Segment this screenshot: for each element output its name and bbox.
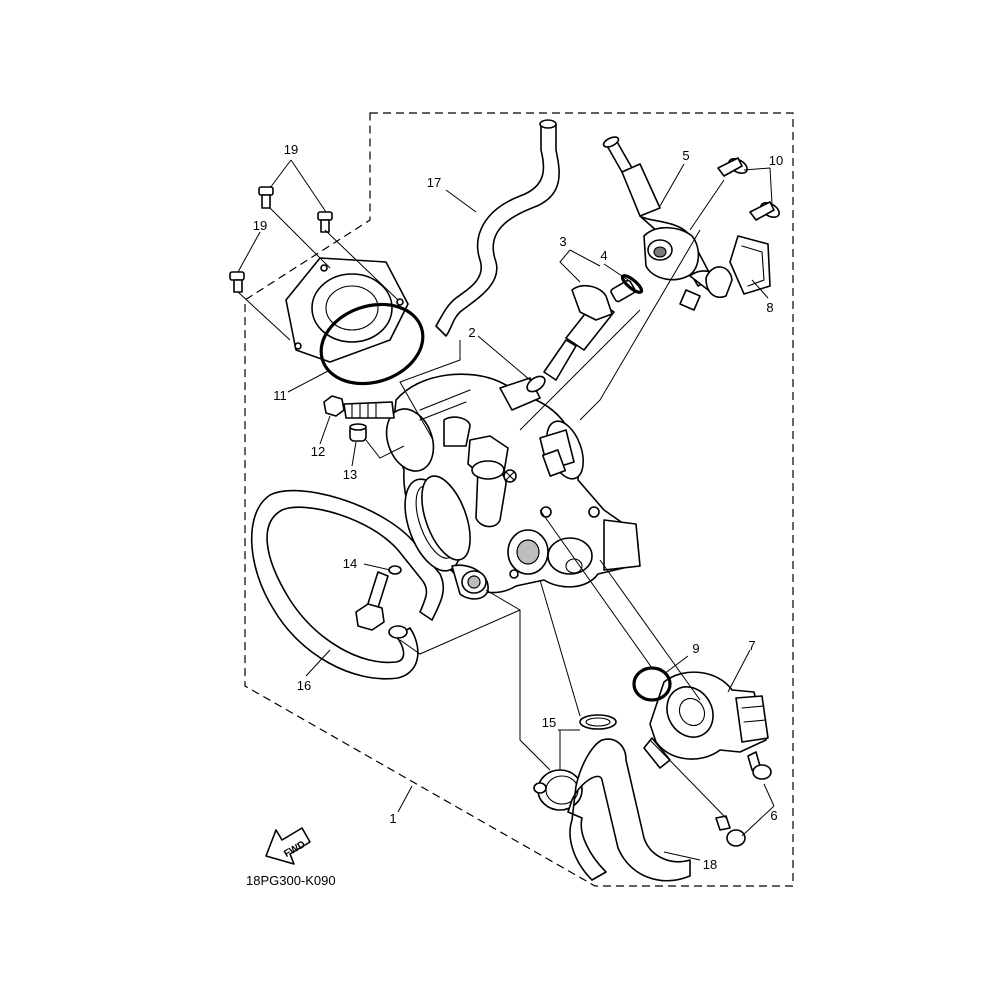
screw-6b (715, 815, 746, 847)
gasket-oring (319, 302, 425, 386)
callout-10: 10 (769, 153, 783, 168)
callout-7: 7 (748, 638, 755, 653)
seal-ring (526, 375, 546, 393)
lower-hose (567, 738, 691, 882)
callout-19b: 19 (253, 218, 267, 233)
breather-hose (435, 119, 560, 337)
idle-screw (355, 571, 389, 631)
screw-6a (747, 751, 772, 780)
callout-18: 18 (703, 857, 717, 872)
callout-4: 4 (600, 248, 607, 263)
fuel-injector (543, 279, 636, 381)
screw-10a (717, 157, 748, 177)
return-hose-end (388, 625, 408, 639)
screw-19a (258, 186, 274, 209)
callout-3: 3 (559, 234, 566, 249)
forward-direction-arrow: FWD (265, 827, 311, 865)
callout-2: 2 (468, 325, 475, 340)
callout-1: 1 (389, 811, 396, 826)
cover-plate (285, 257, 409, 363)
throttle-position-sensor (643, 671, 769, 769)
hose-clip-a (579, 714, 617, 730)
callout-9: 9 (692, 641, 699, 656)
leader-lines (237, 159, 775, 861)
callout-8: 8 (766, 300, 773, 315)
hose-nipple (343, 401, 395, 419)
callout-19a: 19 (284, 142, 298, 157)
callout-17: 17 (427, 175, 441, 190)
throttle-body (385, 373, 641, 600)
callout-12: 12 (311, 444, 325, 459)
return-hose (250, 489, 445, 680)
callout-14: 14 (343, 556, 357, 571)
cap (349, 423, 367, 442)
callout-5: 5 (682, 148, 689, 163)
hose-clip-b (533, 769, 583, 811)
small-oring (388, 565, 402, 575)
screw-19b (317, 211, 333, 233)
callout-16: 16 (297, 678, 311, 693)
nut (323, 395, 345, 417)
callout-13: 13 (343, 467, 357, 482)
screw-10b (749, 201, 780, 221)
assembly-boundary (244, 112, 794, 887)
mounting-bracket (705, 235, 771, 298)
screw-19c (229, 271, 245, 293)
callout-11: 11 (273, 388, 287, 403)
diagram-code: 18PG300-K090 (246, 873, 336, 888)
callout-15: 15 (542, 715, 556, 730)
callout-6: 6 (770, 808, 777, 823)
